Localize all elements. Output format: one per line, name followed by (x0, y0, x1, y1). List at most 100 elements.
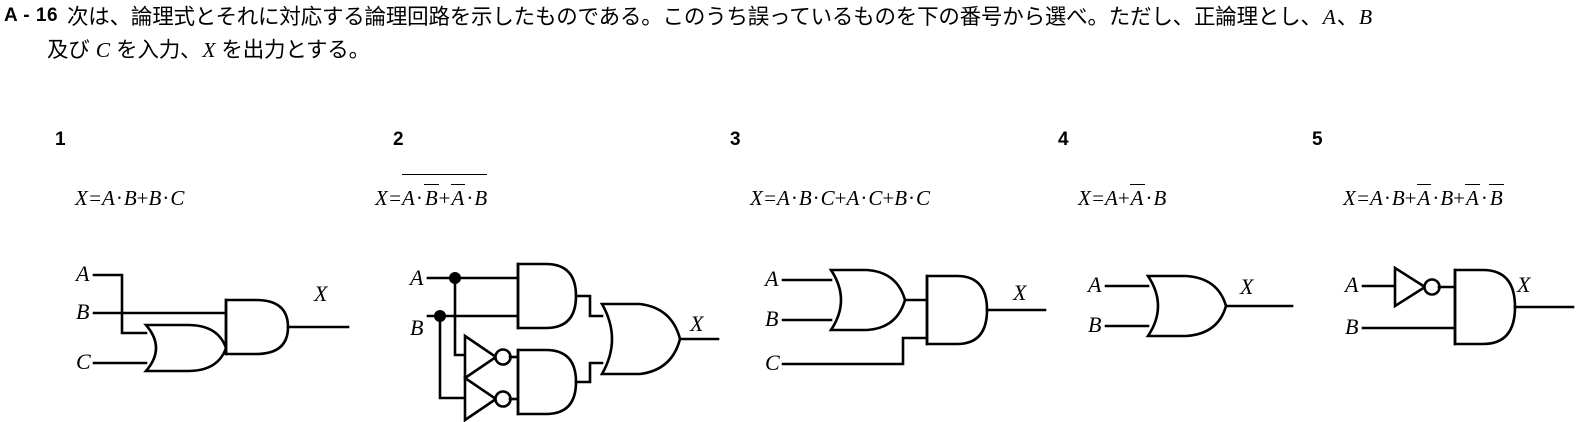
circuit-3-input-c-label: C (765, 350, 780, 375)
formula-term: A (846, 186, 860, 210)
circuit-3-output-x-label: X (1012, 280, 1028, 305)
circuit-5-output-x-label: X (1516, 272, 1532, 297)
circuit-2-input-a-label: A (408, 265, 424, 290)
formula-plus: + (1404, 186, 1417, 210)
question-line-2-mid: を入力、 (110, 38, 202, 62)
circuit-2-junction-dot-a (449, 272, 461, 284)
circuit-3-or-gate (828, 268, 907, 332)
formula-term-bar: A (450, 184, 466, 210)
option-3-number: 3 (730, 129, 741, 150)
circuit-2-and-gate-bottom (516, 348, 578, 416)
formula-term: C (868, 186, 883, 210)
formula-dot: · (790, 186, 798, 210)
option-1-formula: X=A·B+B·C (75, 186, 184, 210)
formula-term-bar: A (1465, 184, 1480, 210)
circuit-5-and-gate (1453, 268, 1517, 346)
option-2-number: 2 (393, 129, 404, 150)
formula-dot: · (1145, 186, 1153, 210)
formula-plus: + (1117, 186, 1130, 210)
circuit-2-not-bubble-bottom (494, 390, 512, 408)
circuit-1-output-x-label: X (313, 281, 329, 306)
circuit-2-not-bubble-top (494, 348, 512, 366)
question-text-line-2: 及び C を入力、X を出力とする。 (47, 35, 370, 66)
circuit-1-input-a-label: A (74, 261, 90, 286)
formula-term: A (402, 186, 415, 210)
circuit-3-input-b-label: B (765, 306, 778, 331)
formula-term: C (820, 186, 835, 210)
question-number: A - 16 (4, 5, 59, 26)
option-1-circuit: A B C X (60, 255, 360, 395)
option-1-number: 1 (55, 129, 66, 150)
option-5-number: 5 (1312, 129, 1323, 150)
formula-term: C (170, 186, 185, 210)
formula-plus: + (882, 186, 895, 210)
circuit-5-input-b-label: B (1345, 314, 1358, 339)
formula-dot: · (908, 186, 916, 210)
question-text-line-1: 次は、論理式とそれに対応する論理回路を示したものである。このうち誤っているものを… (67, 2, 1373, 33)
formula-lhs: X= (750, 186, 777, 210)
formula-dot: · (860, 186, 868, 210)
question-var-b: B (1359, 5, 1372, 29)
circuit-2-input-b-label: B (410, 315, 423, 340)
formula-term: B (1391, 186, 1405, 210)
question-var-x: X (202, 38, 216, 62)
circuit-5-input-a-label: A (1343, 272, 1359, 297)
circuit-2-wire-b-branch (438, 314, 467, 400)
formula-dot: · (812, 186, 820, 210)
option-4-number: 4 (1058, 129, 1069, 150)
formula-lhs: X= (75, 186, 102, 210)
option-2-circuit: A B X (400, 258, 720, 422)
option-5-formula: X=A·B+A·B+A·B (1343, 184, 1504, 210)
formula-term-bar: A (1129, 184, 1145, 210)
circuit-4-output-x-label: X (1239, 274, 1255, 299)
circuit-4-input-a-label: A (1086, 272, 1102, 297)
circuit-2-or-gate (599, 302, 682, 376)
circuit-1-wire-a (92, 273, 148, 335)
formula-term-bar: A (1416, 184, 1432, 210)
option-4-circuit: A B X (1080, 262, 1320, 372)
circuit-5-not-gate (1393, 265, 1428, 309)
circuit-1-or-gate (143, 323, 228, 373)
formula-term: B (1153, 186, 1167, 210)
circuit-2-and-gate-top (516, 262, 578, 330)
formula-dot: · (1383, 186, 1391, 210)
formula-dot: · (466, 186, 474, 210)
question-var-a: A (1322, 5, 1336, 29)
question-var-c: C (95, 38, 110, 62)
formula-plus: + (438, 186, 451, 210)
option-5-circuit: A B X (1337, 262, 1587, 372)
question-line-2-suffix: を出力とする。 (216, 38, 370, 62)
formula-term-bar: B (423, 184, 439, 210)
circuit-4-or-gate (1145, 274, 1228, 338)
circuit-2-wire-a-branch (453, 276, 467, 357)
formula-term: A (1105, 186, 1118, 210)
circuit-1-and-gate (224, 298, 290, 356)
formula-term: B (894, 186, 908, 210)
circuit-1-input-c-label: C (76, 349, 91, 374)
formula-term-bar: B (1488, 184, 1504, 210)
option-2-formula: X=A·B+A·B (375, 174, 488, 210)
option-1[interactable]: 1 X=A·B+B·C A B C X (0, 0, 380, 422)
formula-lhs: X= (1343, 186, 1370, 210)
option-2[interactable]: 2 X=A·B+A·B A B X (375, 0, 730, 422)
formula-dot: · (415, 186, 423, 210)
option-3[interactable]: 3 X=A·B·C+A·C+B·C A B C X (730, 0, 1060, 422)
circuit-5-not-bubble (1423, 278, 1441, 296)
option-4-formula: X=A+A·B (1078, 184, 1167, 210)
formula-dot: · (1432, 186, 1440, 210)
option-3-circuit: A B C X (755, 258, 1055, 388)
formula-plus: + (834, 186, 847, 210)
formula-term: A (777, 186, 790, 210)
circuit-3-input-a-label: A (763, 266, 779, 291)
circuit-2-not-gate-top (463, 333, 499, 381)
formula-term: B (148, 186, 162, 210)
option-5[interactable]: 5 X=A·B+A·B+A·B A B X (1312, 0, 1590, 422)
formula-term: B (1440, 186, 1454, 210)
circuit-2-junction-dot-b (434, 310, 446, 322)
formula-lhs: X= (1078, 186, 1105, 210)
option-4[interactable]: 4 X=A+A·B A B X (1058, 0, 1313, 422)
formula-dot: · (115, 186, 123, 210)
question-text-line-1-main: 次は、論理式とそれに対応する論理回路を示したものである。このうち誤っているものを… (67, 5, 1322, 29)
circuit-3-and-gate (925, 274, 989, 346)
circuit-2-not-gate-bottom (463, 375, 499, 422)
